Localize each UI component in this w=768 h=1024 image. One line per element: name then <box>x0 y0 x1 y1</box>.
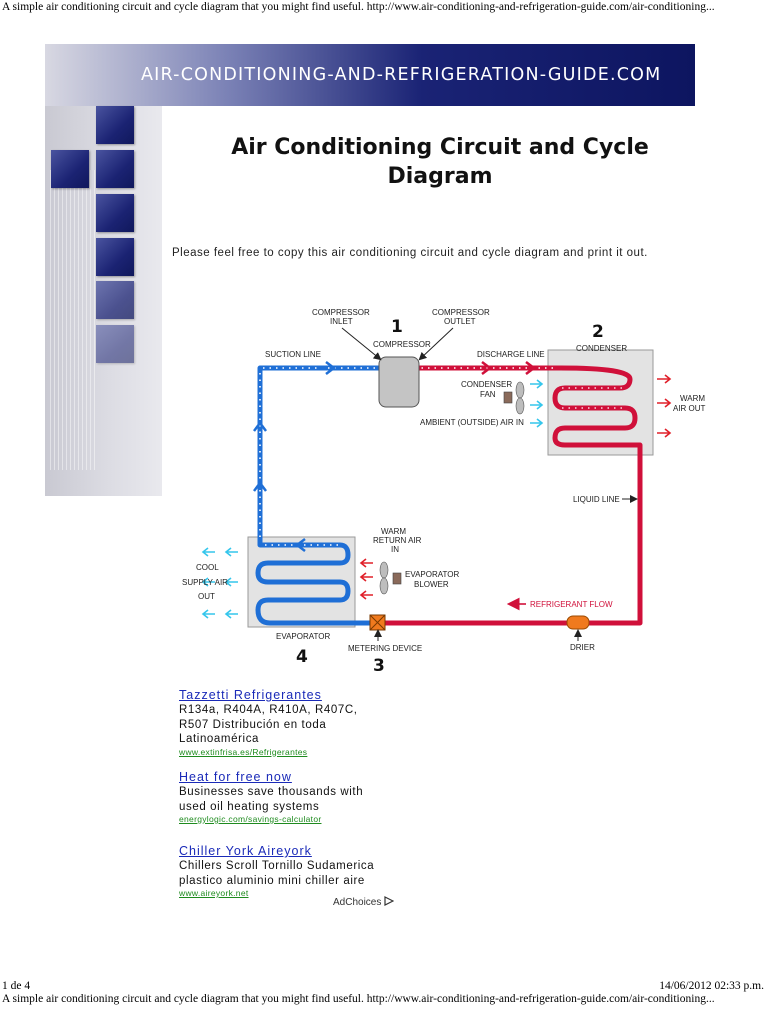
warm-return-air-arrows <box>359 558 373 600</box>
ad-url-link[interactable]: www.extinfrisa.es/Refrigerantes <box>179 746 308 757</box>
label-refrigerant-flow: REFRIGERANT FLOW <box>530 600 613 609</box>
decor-block <box>96 281 134 319</box>
label-ambient-air: AMBIENT (OUTSIDE) AIR IN <box>420 418 524 427</box>
sidebar-stripes <box>50 170 96 470</box>
ad-body-line: Businesses save thousands with <box>179 786 364 798</box>
label-metering-device: METERING DEVICE <box>348 644 422 653</box>
label-liquid-line: LIQUID LINE <box>573 495 620 504</box>
evaporator-blower <box>379 561 402 595</box>
label-condenser-fan: FAN <box>480 390 496 399</box>
print-timestamp: 14/06/2012 02:33 p.m. <box>659 980 764 992</box>
decor-block <box>96 238 134 276</box>
ad-url-link[interactable]: energylogic.com/savings-calculator <box>179 814 322 824</box>
compressor <box>378 356 420 408</box>
ad-body-line: R134a, R404A, R410A, R407C, <box>179 704 358 716</box>
ad-body-line: R507 Distribución en toda <box>179 718 327 731</box>
label-evaporator-blower: EVAPORATOR <box>405 570 459 579</box>
site-banner[interactable]: AIR-CONDITIONING-AND-REFRIGERATION-GUIDE… <box>45 44 695 106</box>
label-cool-supply-air: COOL <box>196 563 219 572</box>
ad-body-line: used oil heating systems <box>179 800 320 813</box>
ad-title-link[interactable]: Tazzetti Refrigerantes <box>179 688 322 702</box>
decor-block <box>96 150 134 188</box>
decor-block <box>96 325 134 363</box>
label-warm-air-out: WARM <box>680 394 705 403</box>
label-discharge-line: DISCHARGE LINE <box>477 350 545 359</box>
ad-item: Chiller York Aireyork Chillers Scroll To… <box>179 844 439 898</box>
label-suction-line: SUCTION LINE <box>265 350 321 359</box>
condenser-fan <box>503 381 525 415</box>
warm-air-arrows <box>657 374 672 438</box>
label-drier: DRIER <box>570 643 595 652</box>
adchoices-label: AdChoices <box>333 897 382 908</box>
ad-title-link[interactable]: Heat for free now <box>179 770 292 784</box>
label-compressor-outlet: OUTLET <box>444 317 476 326</box>
label-warm-air-out: AIR OUT <box>673 404 706 413</box>
ad-url-link[interactable]: www.aireyork.net <box>179 888 249 898</box>
ad-body-line: Chillers Scroll Tornillo Sudamerica <box>179 860 375 872</box>
cool-supply-air-arrows <box>201 547 238 619</box>
pdf-header: A simple air conditioning circuit and cy… <box>2 1 715 13</box>
step-number-1: 1 <box>391 317 403 337</box>
decor-block <box>96 106 134 144</box>
adchoices-link[interactable]: AdChoices <box>333 896 395 908</box>
label-condenser: CONDENSER <box>576 344 627 353</box>
label-compressor-inlet: INLET <box>330 317 353 326</box>
step-number-3: 3 <box>373 656 385 675</box>
adchoices-icon <box>384 896 395 906</box>
label-condenser-fan: CONDENSER <box>461 380 512 389</box>
page-title-line1: Air Conditioning Circuit and Cycle <box>231 135 649 160</box>
label-evaporator-blower: BLOWER <box>414 580 449 589</box>
ambient-air-arrows <box>530 379 544 428</box>
ad-body-line: Latinoamérica <box>179 733 260 745</box>
step-number-2: 2 <box>592 322 604 342</box>
label-cool-supply-air: SUPPLY AIR <box>182 578 228 587</box>
step-number-4: 4 <box>296 647 308 667</box>
ad-item: Tazzetti Refrigerantes R134a, R404A, R41… <box>179 688 439 757</box>
cold-refrigerant-line <box>255 365 380 626</box>
decor-block <box>51 150 89 188</box>
site-name[interactable]: AIR-CONDITIONING-AND-REFRIGERATION-GUIDE… <box>141 65 662 85</box>
ac-cycle-diagram: 1 2 3 4 COMPRESSOR INLET COMPRESSOR OUTL… <box>182 308 706 675</box>
page-title-line2: Diagram <box>387 164 493 189</box>
label-compressor-inlet: COMPRESSOR <box>312 308 370 317</box>
decor-block <box>96 194 134 232</box>
drier <box>566 615 590 630</box>
page-number: 1 de 4 <box>2 980 31 992</box>
ad-body-line: plastico aluminio mini chiller aire <box>179 874 365 887</box>
page-title: Air Conditioning Circuit and Cycle Diagr… <box>200 133 680 191</box>
intro-text: Please feel free to copy this air condit… <box>172 247 648 259</box>
hot-refrigerant-line <box>385 365 643 626</box>
ad-title-link[interactable]: Chiller York Aireyork <box>179 844 312 858</box>
label-warm-return-air: WARM <box>381 527 406 536</box>
pdf-footer: A simple air conditioning circuit and cy… <box>2 993 715 1005</box>
label-evaporator: EVAPORATOR <box>276 632 330 641</box>
label-warm-return-air: RETURN AIR <box>373 536 422 545</box>
ad-item: Heat for free now Businesses save thousa… <box>179 770 439 824</box>
label-compressor: COMPRESSOR <box>373 340 431 349</box>
label-compressor-outlet: COMPRESSOR <box>432 308 490 317</box>
label-cool-supply-air: OUT <box>198 592 215 601</box>
label-warm-return-air: IN <box>391 545 399 554</box>
